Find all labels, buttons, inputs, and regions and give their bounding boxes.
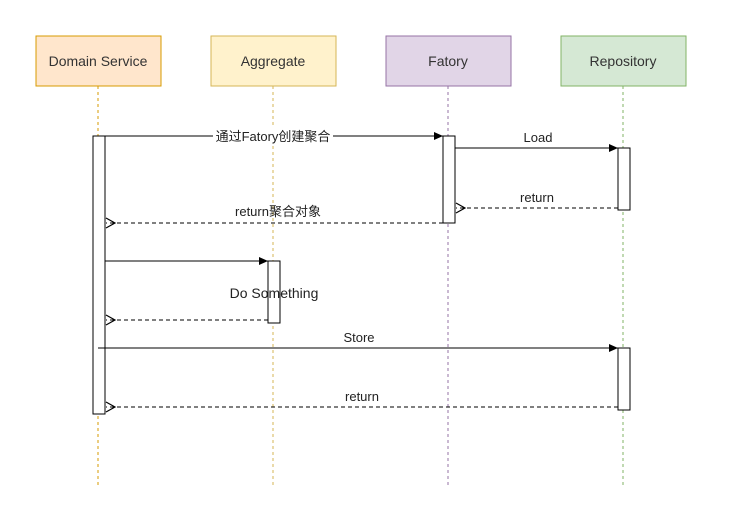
message-label: Load <box>524 130 553 145</box>
activation-fatory <box>442 135 456 224</box>
message-return-to-fatory: return <box>456 190 618 208</box>
message-label: return <box>520 190 554 205</box>
participant-box <box>560 35 687 87</box>
message-label: Store <box>343 330 374 345</box>
participant-label: Aggregate <box>241 53 306 69</box>
message-label: return <box>345 389 379 404</box>
message-label: 通过Fatory创建聚合 <box>216 129 331 144</box>
message-create-aggregate: 通过Fatory创建聚合 <box>105 128 443 144</box>
activation-repository-load <box>617 147 631 211</box>
activation-aggregate <box>267 260 281 324</box>
activation-domain-service <box>92 135 106 415</box>
message-label-bg <box>213 128 333 144</box>
participant-label: Domain Service <box>49 53 148 69</box>
participant-box <box>210 35 337 87</box>
participant-box <box>385 35 512 87</box>
note-do-something: Do Something <box>230 285 319 301</box>
participant-label: Repository <box>590 53 657 69</box>
message-return-to-domain-service: return <box>106 389 618 407</box>
participant-aggregate[interactable]: Aggregate <box>210 35 337 87</box>
participant-label: Fatory <box>428 53 468 69</box>
participant-domain-service[interactable]: Domain Service <box>35 35 162 87</box>
participant-box <box>35 35 162 87</box>
activation-repository-store <box>617 347 631 411</box>
participant-fatory[interactable]: Fatory <box>385 35 512 87</box>
message-return-aggregate-object: return聚合对象 <box>106 204 443 223</box>
message-label: return聚合对象 <box>235 204 321 219</box>
participant-repository[interactable]: Repository <box>560 35 687 87</box>
message-store: Store <box>98 330 618 352</box>
message-load: Load <box>455 130 618 152</box>
